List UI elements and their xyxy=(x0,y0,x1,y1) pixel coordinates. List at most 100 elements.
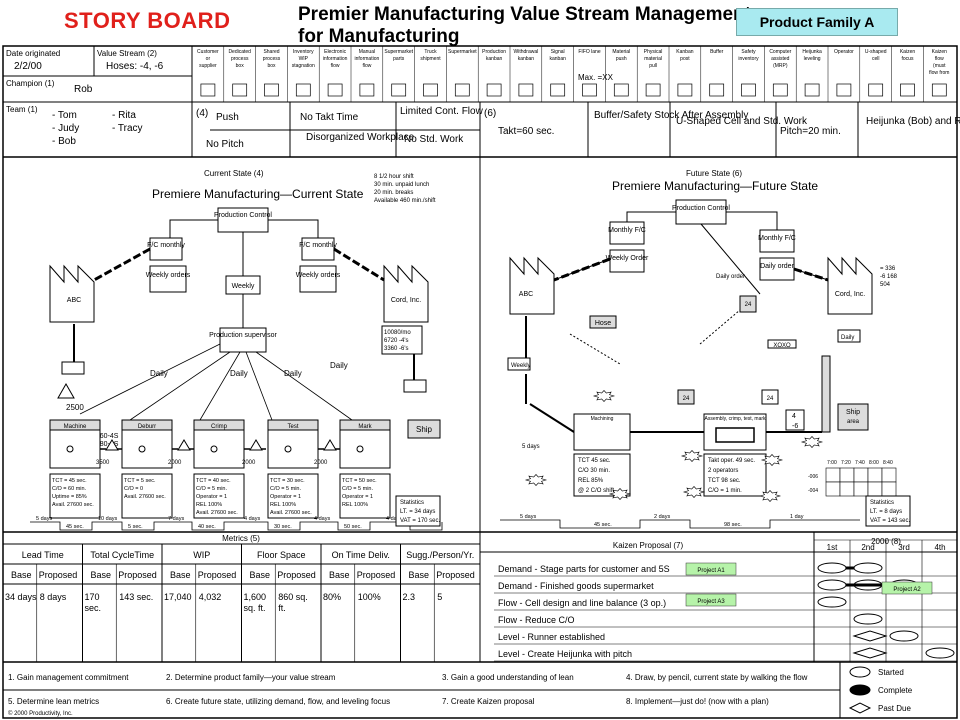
legend-complete: Complete xyxy=(878,686,913,695)
icon-legend-label: FIFO lane xyxy=(578,49,600,55)
heijunka-slot xyxy=(853,467,869,483)
process-inventory-count: 2000 xyxy=(314,460,328,466)
future-ship-sub: area xyxy=(847,419,860,425)
future-weekly-truck: Weekly xyxy=(511,363,531,369)
heijunka-row-label: -004 xyxy=(808,488,818,494)
improvement-takt: Takt=60 sec. xyxy=(498,126,554,137)
current-production-control-label: Production Control xyxy=(214,212,272,219)
improvements-section: (6) Takt=60 sec. Buffer/Safety Stock Aft… xyxy=(484,102,960,157)
future-weekly-order-box xyxy=(609,249,645,273)
icon-legend-label: Material xyxy=(612,49,630,55)
future-ship: Ship xyxy=(846,409,860,416)
legend-symbol-icon xyxy=(391,83,407,97)
heijunka-slot xyxy=(867,481,883,497)
process-data-line: TCT = 40 sec. xyxy=(196,478,231,484)
future-daily-order: Daily order xyxy=(760,263,795,270)
future-assembly-data-4: C/O = 1 min. xyxy=(708,488,742,494)
process-inventory-count: 2000 xyxy=(168,460,182,466)
metric-proposed-value: 100% xyxy=(358,592,381,602)
kaizen-burst-icon xyxy=(760,454,784,466)
future-fc-left: Monthly F/C xyxy=(608,227,646,234)
timeline-days: 10 days xyxy=(98,516,118,522)
icon-legend-label: Electronic xyxy=(324,49,346,55)
current-demand-3: 3360 -6's xyxy=(384,346,409,352)
implementation-steps: 1. Gain management commitment 2. Determi… xyxy=(3,662,913,718)
current-fc-right: F/C monthly xyxy=(299,242,337,249)
status-past-due-icon xyxy=(852,647,888,659)
current-stat-title: Statistics xyxy=(400,500,424,506)
kaizen-burst-icon xyxy=(608,488,632,500)
status-started-icon xyxy=(889,630,919,642)
future-fifo-column xyxy=(821,355,831,433)
sheet-frame xyxy=(2,45,958,719)
icon-legend-label: focus xyxy=(902,56,914,62)
icon-legend-label: box xyxy=(267,63,276,69)
kaizen-burst-icon xyxy=(758,490,782,502)
champion-label: Champion (1) xyxy=(6,79,55,88)
operator-icon xyxy=(66,445,74,453)
icon-legend-label: Kaizen xyxy=(900,49,916,55)
current-fc-left: F/C monthly xyxy=(147,242,185,249)
future-assembly-data-3: TCT 98 sec. xyxy=(708,478,741,484)
timeline-days: 4 days xyxy=(244,516,260,522)
process-data-line: TCT = 5 sec. xyxy=(124,478,156,484)
future-kanban-24c: 24 xyxy=(767,396,774,402)
project-tag xyxy=(881,581,933,595)
value-stream-label: Value Stream (2) xyxy=(97,49,157,58)
process-data-line: Avail. 27600 sec. xyxy=(124,494,166,500)
process-data-box xyxy=(121,473,173,519)
future-state-title: Premiere Manufacturing—Future State xyxy=(612,179,818,193)
metric-base-header: Base xyxy=(170,570,191,580)
current-weekly-right-box xyxy=(299,265,337,293)
kaizen-burst-icon xyxy=(800,436,824,448)
metric-column-header: Lead Time xyxy=(22,550,64,560)
timeline-secs: 45 sec. xyxy=(66,524,84,530)
current-inventory-second-2: 1680-6S xyxy=(92,441,119,448)
heijunka-time: 7:20 xyxy=(841,460,851,466)
icon-legend-label: shipment xyxy=(420,56,441,62)
problem-no-takt: No Takt Time xyxy=(300,112,359,123)
icon-legend-label: kanban xyxy=(518,56,535,62)
current-weekly-left: Weekly orders xyxy=(146,272,191,279)
legend-symbol-icon xyxy=(264,83,279,97)
project-tag xyxy=(685,562,737,576)
metric-proposed-value: 143 sec. xyxy=(119,592,153,602)
future-weekly-order: Weekly Order xyxy=(606,255,649,262)
improvement-buffer: Buffer/Safety Stock After Assembly xyxy=(594,110,748,121)
metric-base-value: 2.3 xyxy=(403,592,416,602)
status-started-icon xyxy=(817,579,847,591)
kaizen-quarter: 1st xyxy=(827,543,838,552)
champion-value: Rob xyxy=(74,84,93,95)
team-member-2: - Judy xyxy=(52,123,79,134)
current-state-title: Premiere Manufacturing—Current State xyxy=(152,187,364,201)
icon-legend-label: flow from xyxy=(929,70,949,76)
timeline-secs: 50 sec. xyxy=(344,524,362,530)
step-7: 7. Create Kaizen proposal xyxy=(442,697,535,706)
icon-legend-label: assisted xyxy=(771,56,790,62)
current-ship-box xyxy=(407,419,441,439)
team-label: Team (1) xyxy=(6,105,38,114)
legend-symbol-icon xyxy=(709,83,725,97)
legend-symbol-icon xyxy=(232,83,248,97)
heijunka-row-label: -006 xyxy=(808,474,818,480)
heijunka-slot xyxy=(825,481,841,497)
team-member-1: - Tom xyxy=(52,110,77,121)
icon-legend-label: Physical xyxy=(644,49,663,55)
legend-symbol-icon xyxy=(486,83,502,97)
icon-legend-label: kanban xyxy=(486,56,503,62)
metric-proposed-value: 5 xyxy=(437,592,442,602)
legend-symbol-icon xyxy=(518,83,534,97)
icon-legend-label: material xyxy=(644,56,662,62)
process-data-line: REL 100% xyxy=(270,502,296,508)
icon-legend-label: Heijunka xyxy=(802,49,822,55)
project-tag-label: Project A1 xyxy=(697,568,725,574)
future-supplier-factory-icon xyxy=(509,256,555,315)
process-name: Machine xyxy=(64,424,87,430)
copyright: © 2000 Productivity, Inc. xyxy=(8,710,73,717)
heijunka-time: 7:00 xyxy=(827,460,837,466)
icon-legend-label: inventory xyxy=(738,56,759,62)
kaizen-item: Flow - Reduce C/O xyxy=(498,615,575,625)
process-data-line: TCT = 30 sec. xyxy=(270,478,305,484)
process-inventory-count: 2000 xyxy=(242,460,256,466)
process-name: Test xyxy=(287,424,298,430)
